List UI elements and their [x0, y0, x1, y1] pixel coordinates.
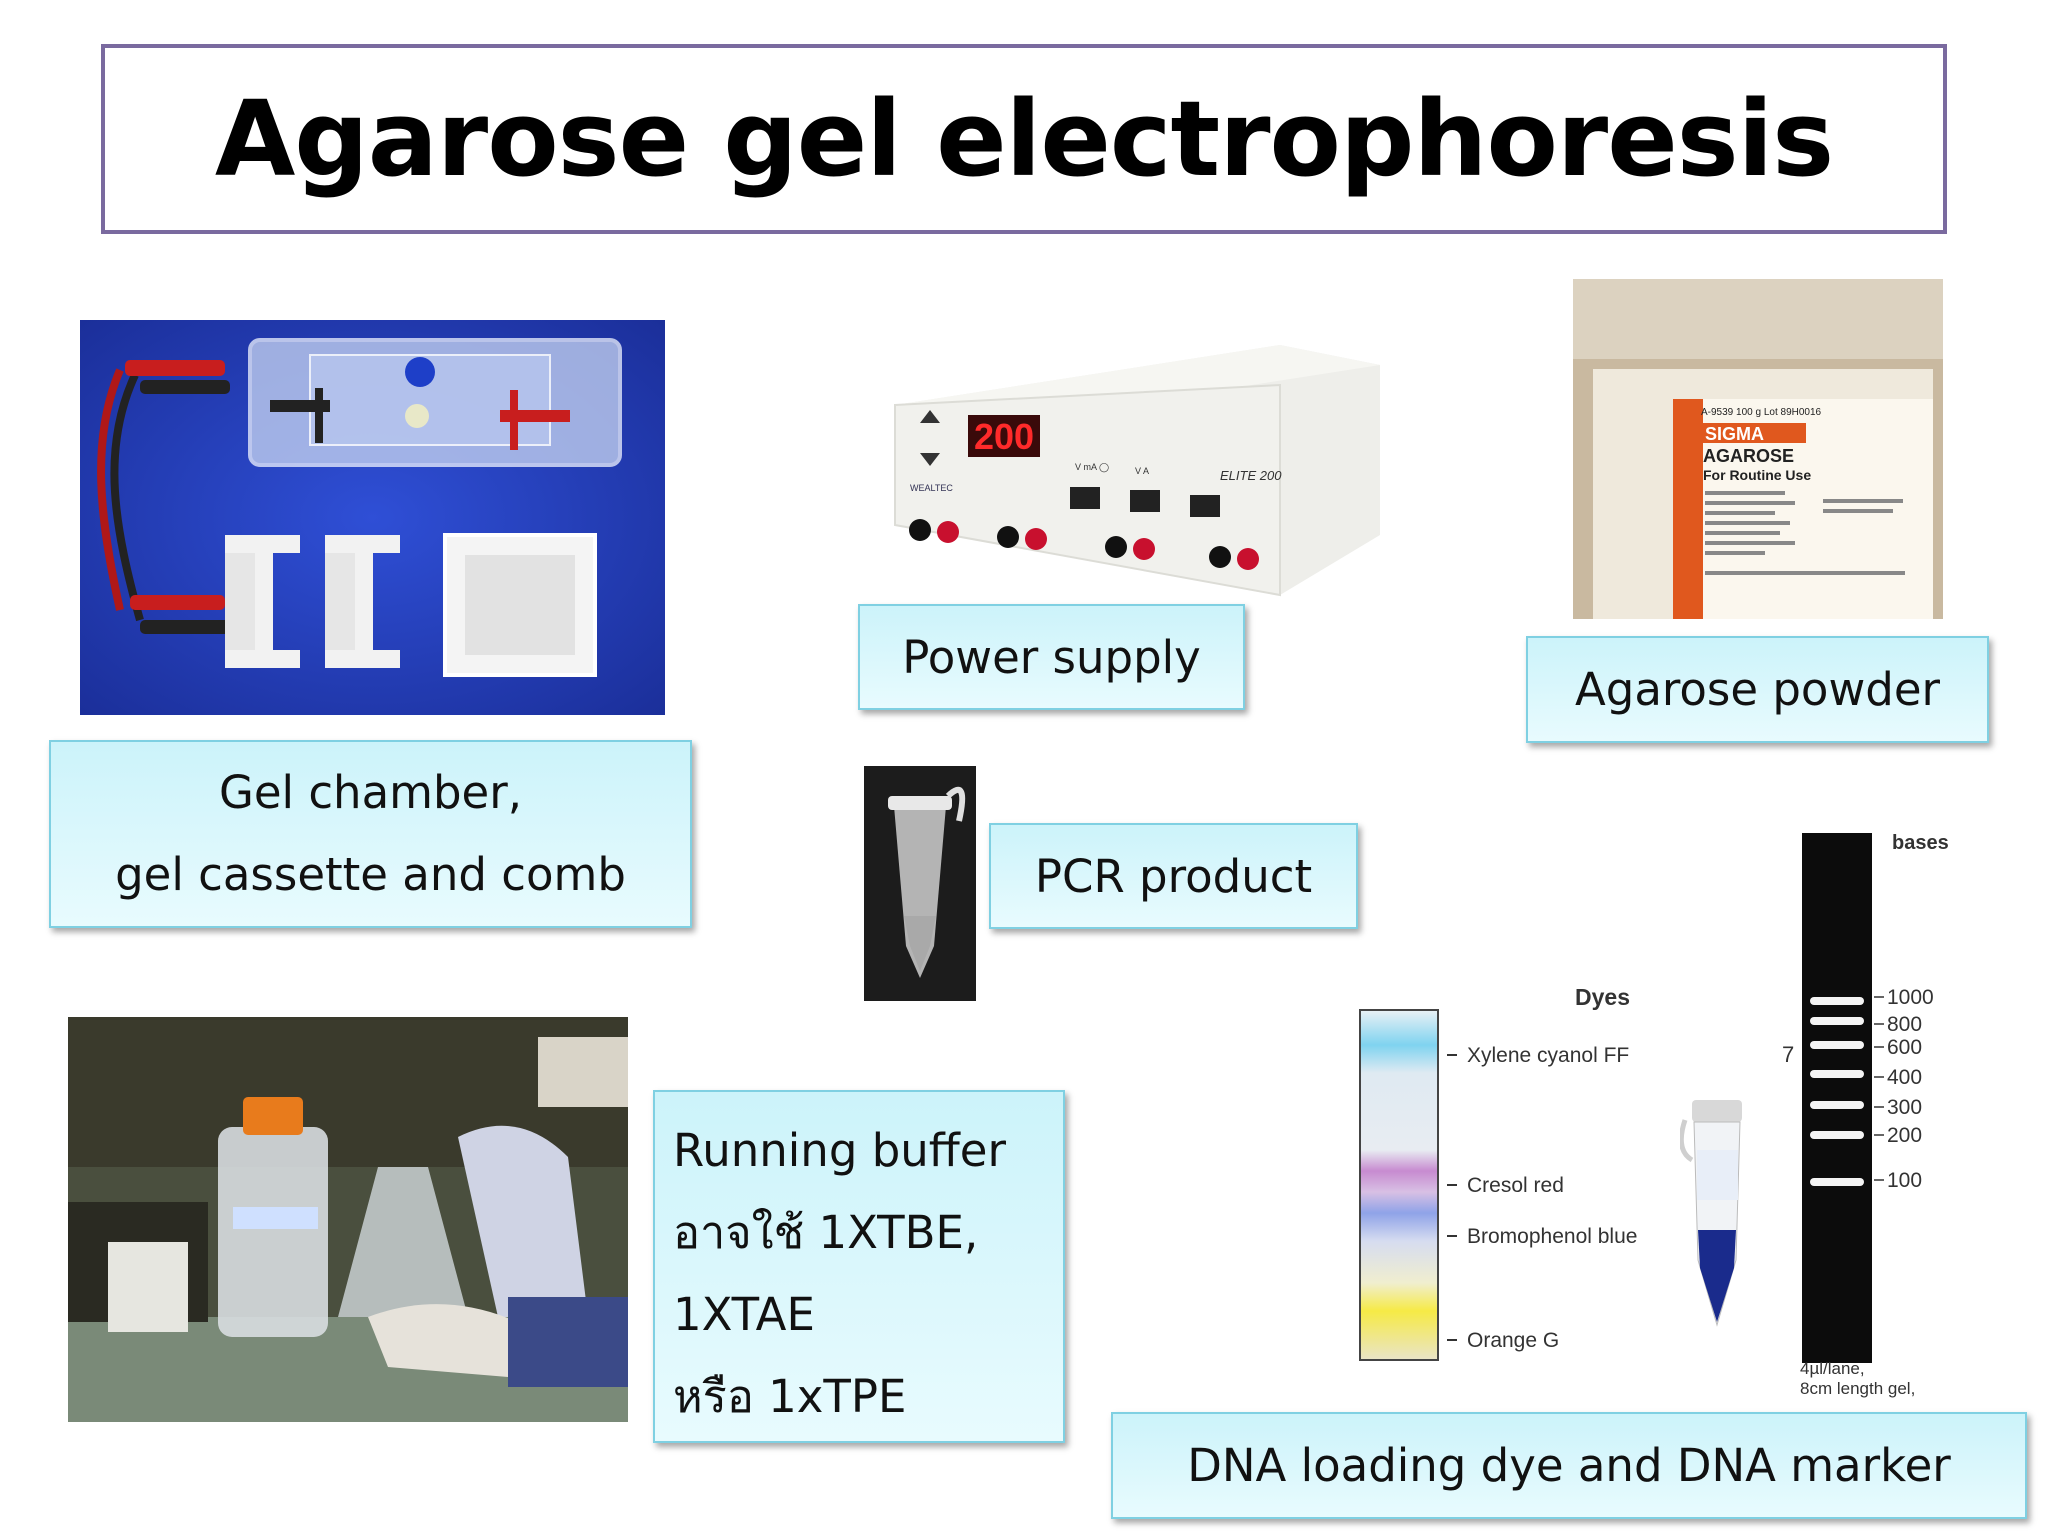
- ladder-size-600: 600: [1887, 1036, 1922, 1059]
- power-supply-model: ELITE 200: [1220, 468, 1282, 483]
- ladder-stray-mark: 7: [1782, 1042, 1794, 1067]
- pcr-product-label: PCR product: [989, 823, 1358, 929]
- ladder-gel-lane: [1802, 833, 1872, 1363]
- page-title: Agarose gel electrophoresis: [214, 78, 1834, 200]
- agarose-label-product: AGAROSE: [1703, 446, 1794, 466]
- ladder-size-400: 400: [1887, 1066, 1922, 1089]
- dye-label-bromophenol: Bromophenol blue: [1467, 1225, 1637, 1248]
- dna-dye-marker-label: DNA loading dye and DNA marker: [1111, 1412, 2027, 1519]
- ladder-size-200: 200: [1887, 1124, 1922, 1147]
- running-buffer-line-4: หรือ 1xTPE: [673, 1370, 907, 1423]
- running-buffer-line-2: อาจใช้ 1XTBE,: [673, 1206, 979, 1259]
- gel-chamber-photo: [80, 320, 665, 715]
- ladder-footnote-2: 8cm length gel,: [1800, 1379, 1915, 1398]
- power-supply-label: Power supply: [858, 604, 1245, 710]
- title-box: Agarose gel electrophoresis: [101, 44, 1947, 234]
- dye-lane: [1359, 1009, 1439, 1361]
- dye-label-orange-g: Orange G: [1467, 1329, 1559, 1352]
- cycle-button-icon: [1190, 495, 1220, 517]
- ladder-size-100: 100: [1887, 1169, 1922, 1192]
- ladder-bands: [1810, 997, 1864, 1186]
- gel-chamber-label-line-1: Gel chamber,: [218, 766, 523, 819]
- dna-ladder-panel: bases 7 1000 800 600 400 300 200 100 4µl…: [1770, 825, 2040, 1400]
- agarose-label-brand: SIGMA: [1705, 424, 1764, 444]
- dye-label-xylene: Xylene cyanol FF: [1467, 1044, 1629, 1067]
- running-buffer-label: Running buffer อาจใช้ 1XTBE, 1XTAE หรือ …: [653, 1090, 1065, 1443]
- lab-buffer-photo: [68, 1017, 628, 1422]
- power-supply-label-text: Power supply: [902, 630, 1201, 684]
- gel-chamber-label: Gel chamber, gel cassette and comb: [49, 740, 692, 928]
- dyes-heading: Dyes: [1575, 984, 1630, 1010]
- dna-dye-marker-label-text: DNA loading dye and DNA marker: [1187, 1439, 1951, 1492]
- agarose-label-use: For Routine Use: [1703, 467, 1811, 483]
- output-terminals: [909, 519, 1259, 570]
- power-supply-brand: WEALTEC: [910, 483, 953, 493]
- pcr-product-label-text: PCR product: [1034, 849, 1313, 903]
- gel-chamber-label-line-2: gel cassette and comb: [115, 848, 626, 901]
- agarose-powder-label: Agarose powder: [1526, 636, 1989, 743]
- pcr-tube-photo: [864, 766, 976, 1001]
- agarose-bottle-photo: A-9539 100 g Lot 89H0016 SIGMA AGAROSE F…: [1573, 279, 1943, 619]
- ladder-heading: bases: [1892, 832, 1949, 854]
- loading-dye-vial: [1678, 1090, 1755, 1330]
- power-supply-photo: 200 WEALTEC V mA ◯ V A ELITE 200: [880, 325, 1385, 605]
- ladder-footnote-1: 4µl/lane,: [1800, 1359, 1865, 1378]
- running-buffer-line-1: Running buffer: [673, 1124, 1006, 1177]
- power-supply-display: 200: [974, 416, 1034, 457]
- ladder-size-300: 300: [1887, 1096, 1922, 1119]
- ladder-size-1000: 1000: [1887, 986, 1934, 1009]
- running-buffer-line-3: 1XTAE: [673, 1288, 815, 1341]
- power-supply-indicator-2: V A: [1135, 466, 1149, 476]
- dye-label-cresol: Cresol red: [1467, 1174, 1564, 1197]
- agarose-label-header: A-9539 100 g Lot 89H0016: [1701, 407, 1822, 418]
- agarose-powder-label-text: Agarose powder: [1574, 663, 1941, 716]
- anchor-button-icon: [1130, 490, 1160, 512]
- power-supply-indicator-1: V mA ◯: [1075, 462, 1109, 473]
- agarose-fine-print: [1705, 491, 1905, 575]
- ladder-size-800: 800: [1887, 1013, 1922, 1036]
- run-button-icon: [1070, 487, 1100, 509]
- dyes-panel: Dyes Xylene cyanol FF Cresol red Bromoph…: [1355, 975, 1695, 1385]
